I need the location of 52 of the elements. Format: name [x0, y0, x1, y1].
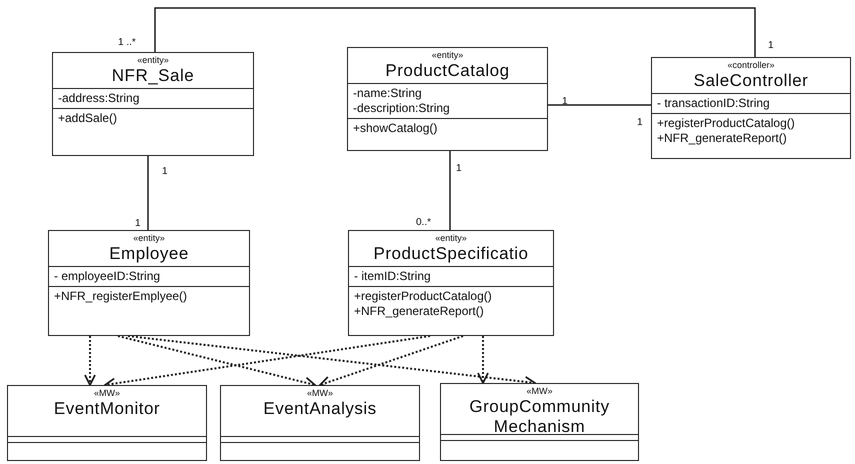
method-text: +NFR_generateReport() — [657, 131, 788, 146]
method-text: +NFR_generateReport() — [354, 304, 485, 319]
class-name: EventAnalysis — [262, 399, 378, 419]
class-name: GroupCommunity Mechanism — [468, 397, 611, 437]
class-name: EventMonitor — [52, 399, 162, 419]
stereotype-label: «entity» — [434, 233, 468, 244]
method-text: +registerProductCatalog() — [354, 289, 493, 304]
attribute-text: - employeeID:String — [54, 269, 162, 284]
association-line — [548, 104, 651, 106]
stereotype-label: «entity» — [430, 50, 464, 61]
multiplicity-label: 1 — [162, 166, 168, 177]
method-text: +registerProductCatalog() — [657, 116, 796, 131]
multiplicity-label: 1 — [768, 40, 774, 51]
stereotype-label: «MW» — [306, 388, 334, 399]
method-text: +showCatalog() — [353, 121, 438, 136]
class-box — [651, 57, 851, 159]
stereotype-label: «controller» — [726, 60, 776, 71]
class-name: ProductCatalog — [384, 61, 511, 81]
class-box — [347, 47, 548, 151]
attribute-text: -name:String — [353, 86, 423, 101]
stereotype-label: «entity» — [136, 55, 170, 66]
multiplicity-label: 1 — [456, 163, 462, 174]
multiplicity-label: 1 ..* — [118, 37, 136, 48]
class-box — [220, 385, 420, 461]
class-name: SaleController — [692, 71, 810, 91]
attribute-text: - transactionID:String — [657, 96, 771, 111]
class-box — [52, 52, 254, 156]
attribute-text: -description:String — [353, 101, 451, 116]
stereotype-label: «MW» — [92, 388, 121, 399]
multiplicity-label: 1 — [135, 218, 141, 229]
multiplicity-label: 1 — [562, 96, 568, 107]
association-line — [147, 156, 149, 230]
association-line — [154, 7, 756, 57]
class-box — [348, 230, 554, 336]
multiplicity-label: 1 — [637, 117, 643, 128]
stereotype-label: «MW» — [525, 386, 554, 397]
dependency-arrow — [84, 336, 96, 386]
method-text: +NFR_registerEmplyee() — [54, 289, 188, 304]
dependency-arrow — [477, 336, 489, 384]
class-name: NFR_Sale — [110, 66, 196, 86]
class-box — [440, 383, 639, 461]
class-name: ProductSpecificatio — [372, 244, 530, 264]
association-line — [449, 151, 451, 230]
method-text: +addSale() — [58, 111, 118, 126]
attribute-text: - itemID:String — [354, 269, 432, 284]
stereotype-label: «entity» — [132, 233, 166, 244]
dependency-arrow — [319, 335, 464, 388]
attribute-text: -address:String — [58, 91, 140, 106]
class-name: Employee — [108, 244, 190, 264]
multiplicity-label: 0..* — [416, 217, 432, 228]
class-box — [7, 385, 207, 461]
class-box — [48, 230, 250, 336]
